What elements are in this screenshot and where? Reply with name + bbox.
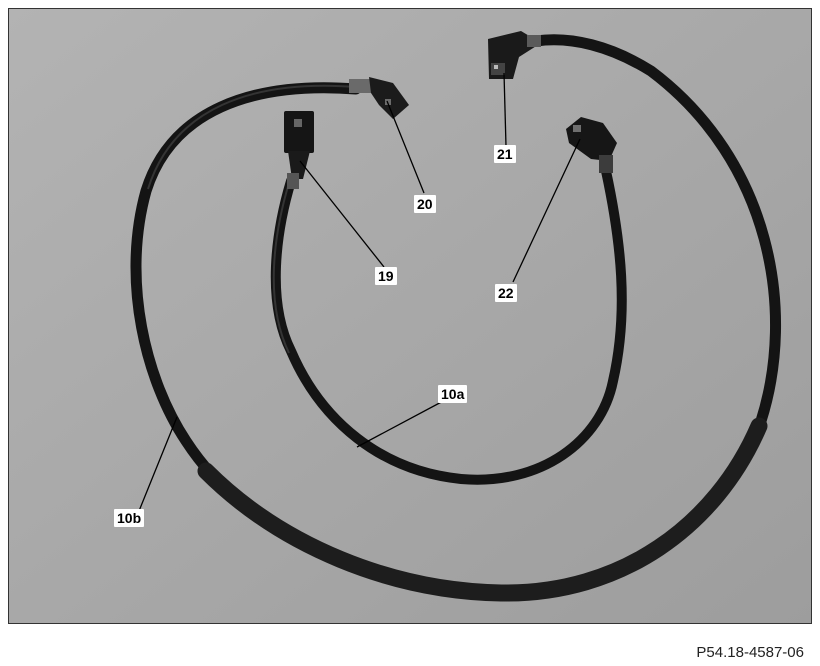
- cable-10a: [270, 166, 627, 485]
- callout-21: 21: [494, 145, 516, 163]
- cable-10a-highlight: [272, 182, 290, 354]
- callout-22: 22: [495, 284, 517, 302]
- leader-20: [386, 100, 425, 194]
- callout-19: 19: [375, 267, 397, 285]
- figure-reference-code: P54.18-4587-06: [696, 644, 804, 661]
- callout-20: 20: [414, 195, 436, 213]
- leader-lines: [138, 72, 581, 512]
- wiring-harness-illustration: [9, 9, 811, 623]
- cable-10b-sheath: [197, 417, 768, 602]
- leader-22: [512, 138, 581, 283]
- callout-10b: 10b: [114, 509, 145, 527]
- connector-21: [488, 31, 541, 79]
- connector-19: [284, 111, 314, 189]
- leader-19: [299, 160, 385, 268]
- cable-10b-highlight: [147, 84, 357, 190]
- figure-frame: 19 20 21 22 10a 10b: [8, 8, 812, 624]
- leader-21: [503, 72, 507, 147]
- leader-10b: [138, 416, 178, 512]
- connector-22: [566, 117, 617, 173]
- callout-10a: 10a: [438, 385, 468, 403]
- leader-10a: [356, 398, 448, 448]
